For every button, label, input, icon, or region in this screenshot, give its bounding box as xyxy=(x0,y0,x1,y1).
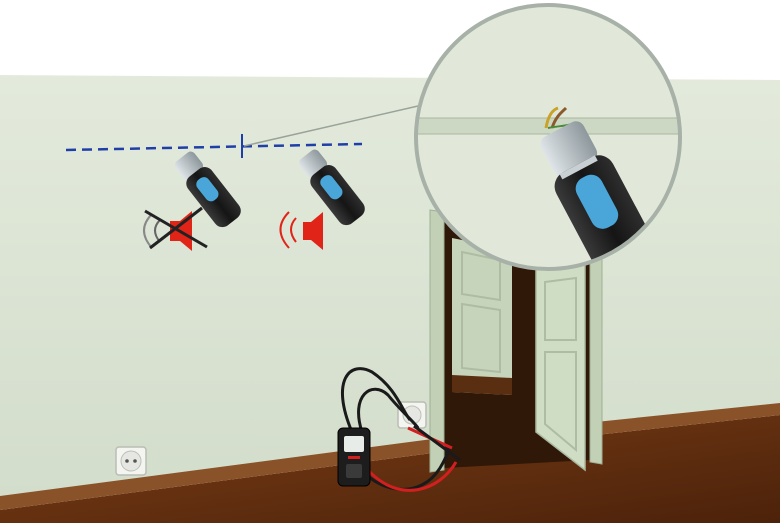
cable-trace-line xyxy=(65,142,363,152)
cable-detector-right xyxy=(298,149,365,226)
cable-detector-zoomed xyxy=(540,121,675,269)
speaker-muted-icon xyxy=(143,206,208,251)
magnifier-lens-icon xyxy=(414,3,682,271)
callout-line xyxy=(243,105,419,147)
speaker-sound-icon xyxy=(279,211,323,250)
cable-detector-left xyxy=(174,151,241,228)
wall-socket-icon xyxy=(397,401,427,429)
wire-strands xyxy=(544,106,559,129)
signal-transmitter xyxy=(337,367,461,492)
wall-socket-icon xyxy=(115,446,147,476)
doorway xyxy=(429,209,603,473)
